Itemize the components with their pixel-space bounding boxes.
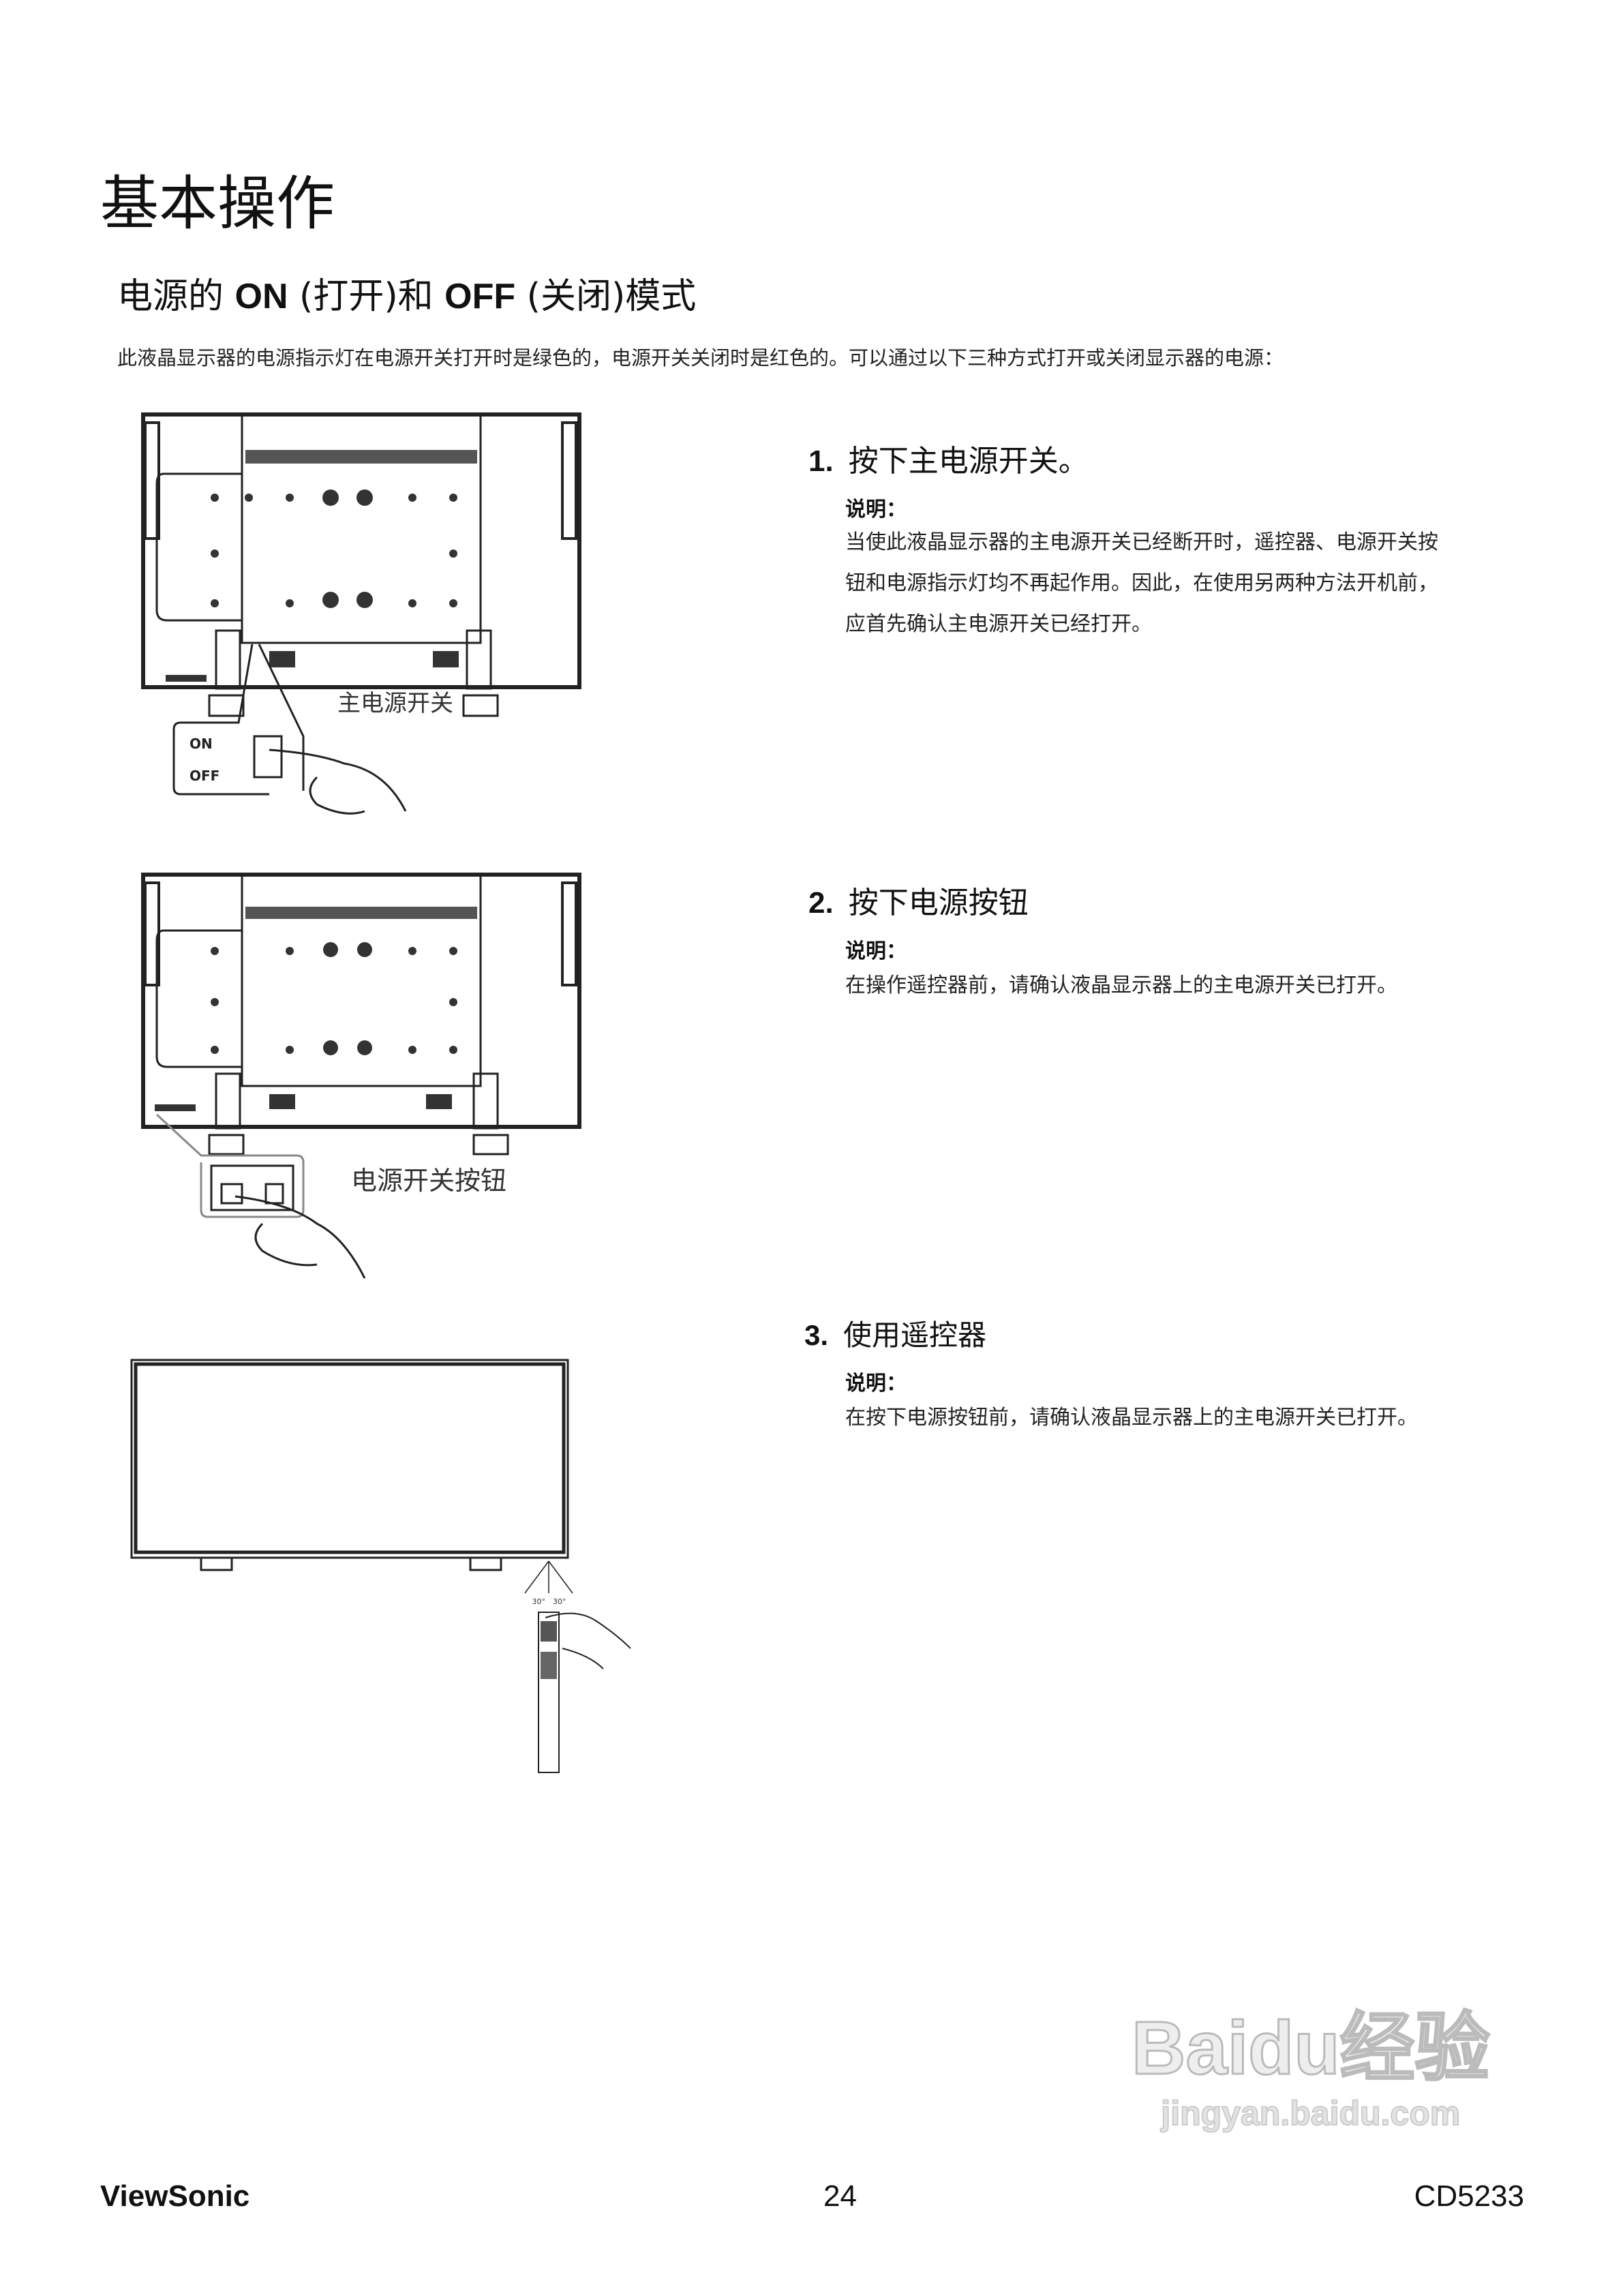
- step-2-heading: 2.按下电源按钮: [808, 886, 1029, 920]
- remote-icon: [538, 1612, 560, 1773]
- intro-text: 此液晶显示器的电源指示灯在电源开关打开时是绿色的，电源开关关闭时是红色的。可以通…: [117, 346, 1284, 369]
- footer-model: CD5233: [1414, 2179, 1524, 2213]
- baidu-watermark: Baidu经验 jingyan.baidu.com: [1131, 2004, 1491, 2134]
- figure-main-power-switch: ON OFF 主电源开关: [141, 412, 581, 815]
- step-3-heading: 3.使用遥控器: [804, 1318, 987, 1352]
- step-1-heading: 1.按下主电源开关。: [808, 444, 1089, 479]
- off-label: OFF: [189, 768, 219, 784]
- step-1-note-text: 当使此液晶显示器的主电源开关已经断开时，遥控器、电源开关按钮和电源指示灯均不再起…: [845, 530, 1438, 636]
- figure-remote-control: 30° 30°: [130, 1359, 631, 1773]
- step-2-note-label: 说明：: [845, 939, 907, 963]
- watermark-url: jingyan.baidu.com: [1160, 2094, 1461, 2133]
- section-title: 电源的 ON (打开)和 OFF (关闭)模式: [117, 276, 697, 317]
- footer-brand: ViewSonic: [100, 2179, 250, 2213]
- page-title: 基本操作: [100, 170, 335, 238]
- on-label: ON: [189, 736, 213, 752]
- figure-power-button: 电源开关按钮: [141, 873, 581, 1279]
- power-switch-icon: [253, 735, 283, 779]
- hand-icon: [234, 1195, 366, 1279]
- step-1-note-label: 说明：: [845, 498, 907, 522]
- power-button-icon: [220, 1183, 243, 1205]
- watermark-logo-text: Baidu经验: [1131, 2006, 1491, 2091]
- step-2-note-text: 在操作遥控器前，请确认液晶显示器上的主电源开关已打开。: [845, 973, 1397, 997]
- step-3-note-text: 在按下电源按钮前，请确认液晶显示器上的主电源开关已打开。: [845, 1406, 1418, 1430]
- hand-icon: [269, 749, 407, 815]
- footer-page-number: 24: [823, 2179, 857, 2213]
- hand-icon: [545, 1612, 631, 1670]
- angle-left-label: 30°: [532, 1597, 546, 1606]
- angle-right-label: 30°: [553, 1597, 566, 1606]
- step-3-note-label: 说明：: [845, 1372, 907, 1395]
- main-power-switch-callout: 主电源开关: [337, 690, 453, 717]
- power-button-callout: 电源开关按钮: [351, 1166, 506, 1196]
